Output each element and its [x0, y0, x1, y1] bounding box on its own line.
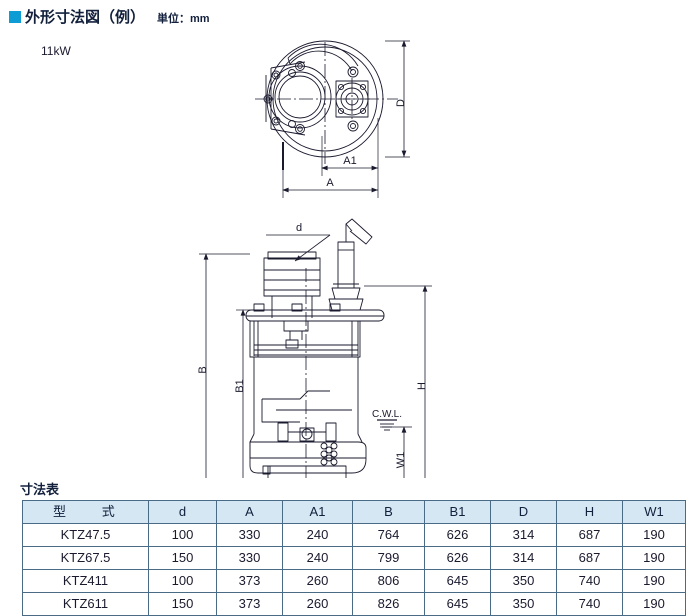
dimension-drawing: D A1 A d B B1 H W1 C.W.L. — [0, 18, 694, 478]
column-header-H: H — [556, 500, 623, 524]
cell-W1: 190 — [622, 592, 686, 616]
cell-d: 150 — [148, 546, 217, 570]
cell-B: 826 — [352, 592, 425, 616]
pump-front-view-geometry — [245, 218, 385, 478]
dimension-d — [266, 234, 331, 262]
cell-D: 350 — [490, 569, 557, 593]
cell-D: 350 — [490, 592, 557, 616]
cell-A1: 260 — [282, 592, 353, 616]
dimension-A1 — [321, 118, 379, 176]
column-header-D: D — [490, 500, 557, 524]
table-row: KTZ611 150 373 260 826 645 350 740 190 — [22, 592, 686, 616]
cell-W1: 190 — [622, 569, 686, 593]
cell-B1: 626 — [424, 523, 491, 547]
dimension-table-wrapper: 型 式 d A A1 B B1 D H W1 KTZ47.5 100 330 2… — [22, 500, 686, 616]
cell-model: KTZ411 — [22, 569, 149, 593]
cell-B1: 626 — [424, 546, 491, 570]
dimension-B1 — [236, 309, 250, 478]
label-H: H — [416, 382, 428, 390]
column-header-B1: B1 — [424, 500, 491, 524]
cell-A1: 240 — [282, 546, 353, 570]
cell-A: 373 — [216, 592, 283, 616]
cell-A: 373 — [216, 569, 283, 593]
table-row: KTZ47.5 100 330 240 764 626 314 687 190 — [22, 523, 686, 547]
cell-B1: 645 — [424, 569, 491, 593]
power-rating-label: 11kW — [41, 44, 71, 58]
cell-A: 330 — [216, 523, 283, 547]
label-B1: B1 — [234, 379, 246, 392]
cell-H: 687 — [556, 523, 623, 547]
cell-A1: 260 — [282, 569, 353, 593]
cell-W1: 190 — [622, 523, 686, 547]
table-caption: 寸法表 — [20, 482, 60, 497]
cell-d: 150 — [148, 592, 217, 616]
cell-D: 314 — [490, 546, 557, 570]
cell-B1: 645 — [424, 592, 491, 616]
label-W1: W1 — [395, 452, 407, 469]
section-header: 外形寸法図（例） 単位：mm — [9, 6, 210, 27]
dimension-H — [364, 285, 432, 478]
label-cwl: C.W.L. — [372, 409, 402, 420]
cell-A1: 240 — [282, 523, 353, 547]
column-header-model: 型 式 — [22, 500, 149, 524]
label-A1: A1 — [343, 155, 356, 167]
column-header-W1: W1 — [622, 500, 686, 524]
header-bullet-icon — [9, 11, 21, 23]
dimension-table: 型 式 d A A1 B B1 D H W1 KTZ47.5 100 330 2… — [22, 500, 686, 616]
column-header-A1: A1 — [282, 500, 353, 524]
cell-H: 740 — [556, 569, 623, 593]
dimension-B — [199, 253, 250, 478]
cell-A: 330 — [216, 546, 283, 570]
table-row: KTZ67.5 150 330 240 799 626 314 687 190 — [22, 546, 686, 570]
label-A: A — [326, 177, 334, 189]
label-B: B — [197, 366, 209, 373]
label-d: d — [296, 222, 302, 234]
cell-W1: 190 — [622, 546, 686, 570]
table-row: KTZ411 100 373 260 806 645 350 740 190 — [22, 569, 686, 593]
column-header-A: A — [216, 500, 283, 524]
cell-model: KTZ67.5 — [22, 546, 149, 570]
water-level-symbol — [377, 419, 397, 431]
cell-d: 100 — [148, 523, 217, 547]
cell-model: KTZ47.5 — [22, 523, 149, 547]
cell-H: 740 — [556, 592, 623, 616]
label-D: D — [395, 99, 407, 107]
table-header-row: 型 式 d A A1 B B1 D H W1 — [22, 500, 686, 524]
cell-d: 100 — [148, 569, 217, 593]
dimension-D — [385, 40, 410, 158]
page-title: 外形寸法図（例） — [25, 9, 146, 26]
cell-H: 687 — [556, 546, 623, 570]
cell-D: 314 — [490, 523, 557, 547]
cell-B: 764 — [352, 523, 425, 547]
cell-B: 799 — [352, 546, 425, 570]
cell-B: 806 — [352, 569, 425, 593]
column-header-B: B — [352, 500, 425, 524]
column-header-d: d — [148, 500, 217, 524]
cell-model: KTZ611 — [22, 592, 149, 616]
unit-note: 単位：mm — [157, 13, 210, 25]
